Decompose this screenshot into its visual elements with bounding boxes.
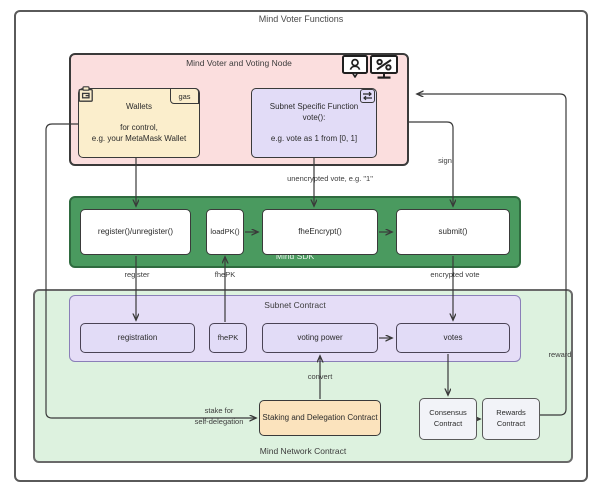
edge-label-fhepk: fhePK	[214, 270, 236, 279]
edge-label-register: register	[124, 270, 150, 279]
node-fheencrypt[interactable]: fheEncrypt()	[262, 209, 378, 255]
node-rewards-contract[interactable]: Rewards Contract	[482, 398, 540, 440]
node-registration[interactable]: registration	[80, 323, 195, 353]
subnet-function-line3: e.g. vote as 1 from [0, 1]	[270, 134, 358, 144]
mind-voter-node-title: Mind Voter and Voting Node	[186, 58, 292, 68]
consensus-line1: Consensus	[429, 408, 467, 418]
monitor-percent-icon	[370, 55, 398, 82]
edge-label-stake-for-self-delegation: stake for self-delegation	[180, 405, 258, 428]
edge-label-sign: sign	[438, 156, 452, 165]
rewards-line1: Rewards	[496, 408, 526, 418]
mind-network-contract-title: Mind Network Contract	[259, 446, 347, 456]
edge-label-encrypted-vote: encrypted vote	[430, 270, 480, 279]
rewards-line2: Contract	[496, 419, 526, 428]
edge-label-convert: convert	[307, 372, 333, 381]
node-submit[interactable]: submit()	[396, 209, 510, 255]
wallets-title: Wallets	[126, 102, 152, 112]
subnet-function-line1: Subnet Specific Function	[269, 102, 359, 112]
edge-label-reward: reward	[548, 350, 572, 359]
node-fhepk[interactable]: fhePK	[209, 323, 247, 353]
wallets-subtitle-line2: e.g. your MetaMask Wallet	[91, 134, 187, 144]
node-loadpk[interactable]: loadPK()	[206, 209, 244, 255]
lock-icon	[78, 86, 94, 103]
consensus-line2: Contract	[433, 419, 463, 428]
stake-label-line1: stake for	[204, 406, 234, 415]
node-consensus-contract[interactable]: Consensus Contract	[419, 398, 477, 440]
node-voting-power[interactable]: voting power	[262, 323, 378, 353]
node-subnet-specific-function[interactable]: Subnet Specific Function vote(): e.g. vo…	[251, 88, 377, 158]
edge-label-unencrypted-vote: unencrypted vote, e.g. "1"	[287, 174, 373, 183]
swap-arrows-icon	[360, 89, 375, 103]
subnet-contract-title: Subnet Contract	[264, 300, 326, 310]
mind-sdk-title: Mind SDK	[275, 251, 315, 261]
wallets-subtitle-line1: for control,	[120, 122, 158, 132]
stake-label-line2: self-delegation	[194, 417, 244, 427]
node-votes[interactable]: votes	[396, 323, 510, 353]
outer-container-title: Mind Voter Functions	[258, 14, 344, 24]
subnet-function-line2: vote():	[302, 113, 326, 123]
node-register-unregister[interactable]: register()/unregister()	[80, 209, 191, 255]
node-staking-and-delegation-contract[interactable]: Staking and Delegation Contract	[259, 400, 381, 436]
person-badge-icon	[342, 55, 368, 79]
wallets-gas-tag: gas	[170, 88, 199, 104]
